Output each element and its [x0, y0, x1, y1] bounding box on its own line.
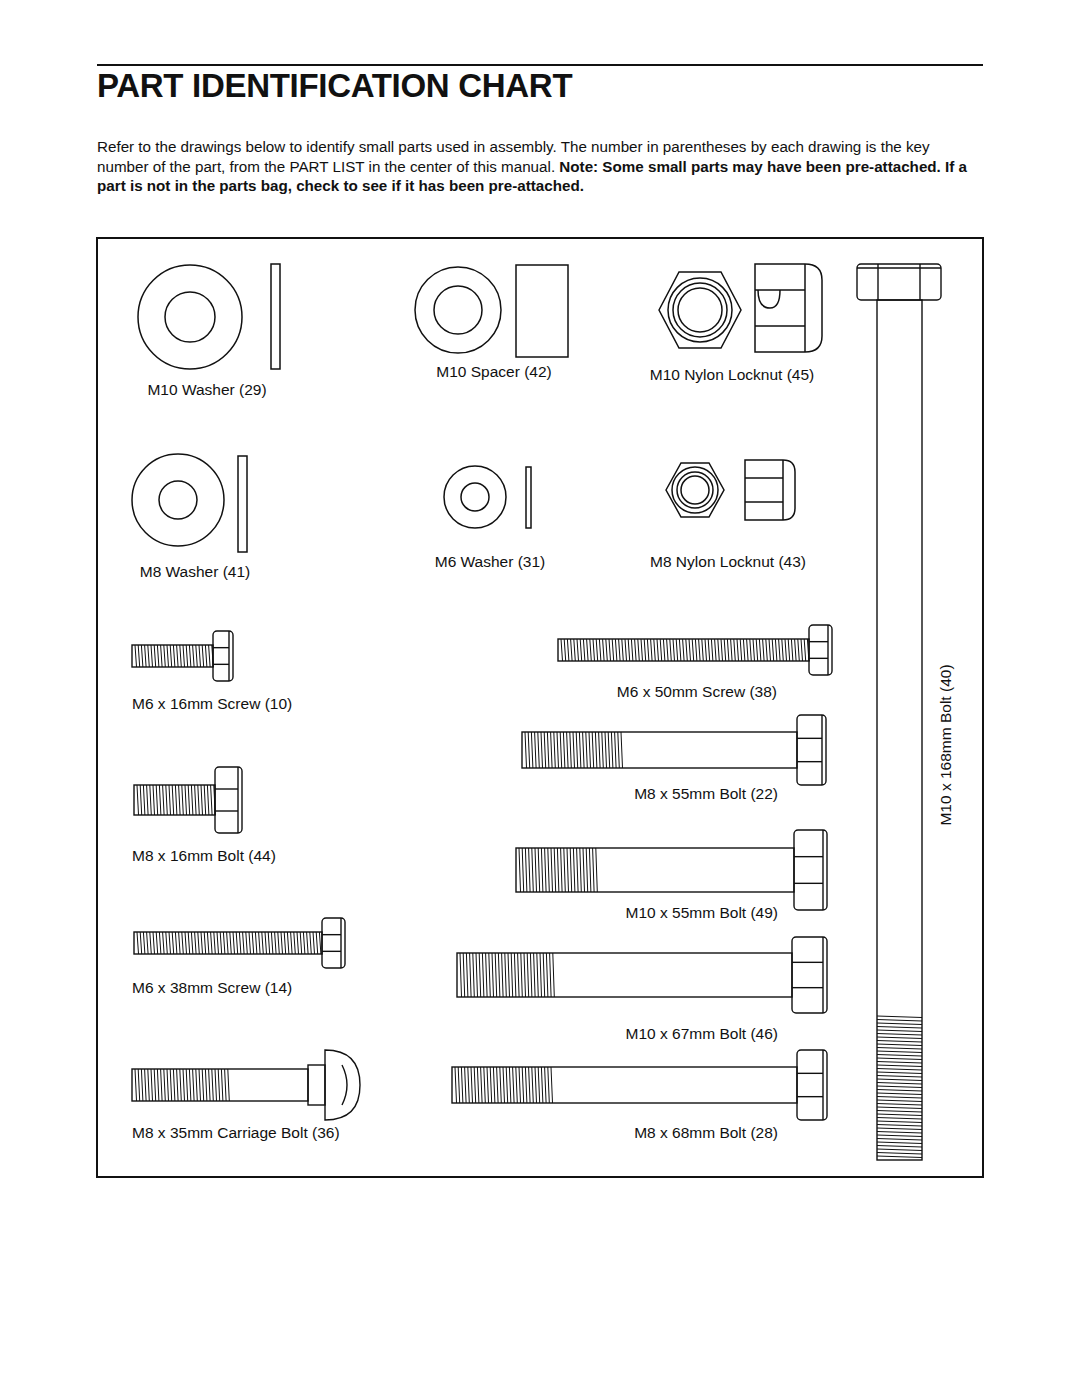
bolt-drawing — [134, 767, 242, 833]
bolt-drawing — [452, 1050, 827, 1120]
part-label: M8 x 55mm Bolt (22) — [634, 785, 778, 803]
long-bolt-drawing — [857, 264, 941, 1160]
part-label: M8 x 35mm Carriage Bolt (36) — [132, 1124, 340, 1142]
washer-drawing — [138, 264, 280, 369]
part-label: M10 Spacer (42) — [436, 363, 551, 381]
part-label: M6 x 38mm Screw (14) — [132, 979, 292, 997]
bolt-drawing — [132, 631, 233, 681]
intro-paragraph: Refer to the drawings below to identify … — [97, 137, 985, 196]
part-label: M8 x 68mm Bolt (28) — [634, 1124, 778, 1142]
washer-drawing — [444, 466, 531, 528]
locknut-drawing — [659, 264, 822, 352]
chart-title: PART IDENTIFICATION CHART — [97, 66, 572, 106]
chart-frame — [97, 238, 983, 1177]
part-label: M6 x 50mm Screw (38) — [617, 683, 777, 701]
part-label: M6 x 16mm Screw (10) — [132, 695, 292, 713]
part-label: M8 Washer (41) — [140, 563, 251, 581]
bolt-drawing — [522, 715, 826, 785]
locknut-drawing — [666, 460, 795, 520]
part-label: M6 Washer (31) — [435, 553, 546, 571]
bolt-drawing — [457, 937, 827, 1013]
part-label: M10 Washer (29) — [147, 381, 266, 399]
part-label: M10 x 168mm Bolt (40) — [937, 664, 955, 825]
bolt-drawing — [558, 625, 832, 675]
title-rule — [97, 64, 983, 66]
spacer-drawing — [415, 265, 568, 357]
bolt-drawing — [134, 918, 345, 968]
bolt-drawing — [516, 830, 827, 910]
bolt-drawing — [132, 1050, 360, 1120]
part-label: M10 x 55mm Bolt (49) — [626, 904, 778, 922]
washer-drawing — [132, 454, 247, 552]
part-label: M8 x 16mm Bolt (44) — [132, 847, 276, 865]
part-label: M10 Nylon Locknut (45) — [650, 366, 815, 384]
part-label: M10 x 67mm Bolt (46) — [626, 1025, 778, 1043]
part-label: M8 Nylon Locknut (43) — [650, 553, 806, 571]
